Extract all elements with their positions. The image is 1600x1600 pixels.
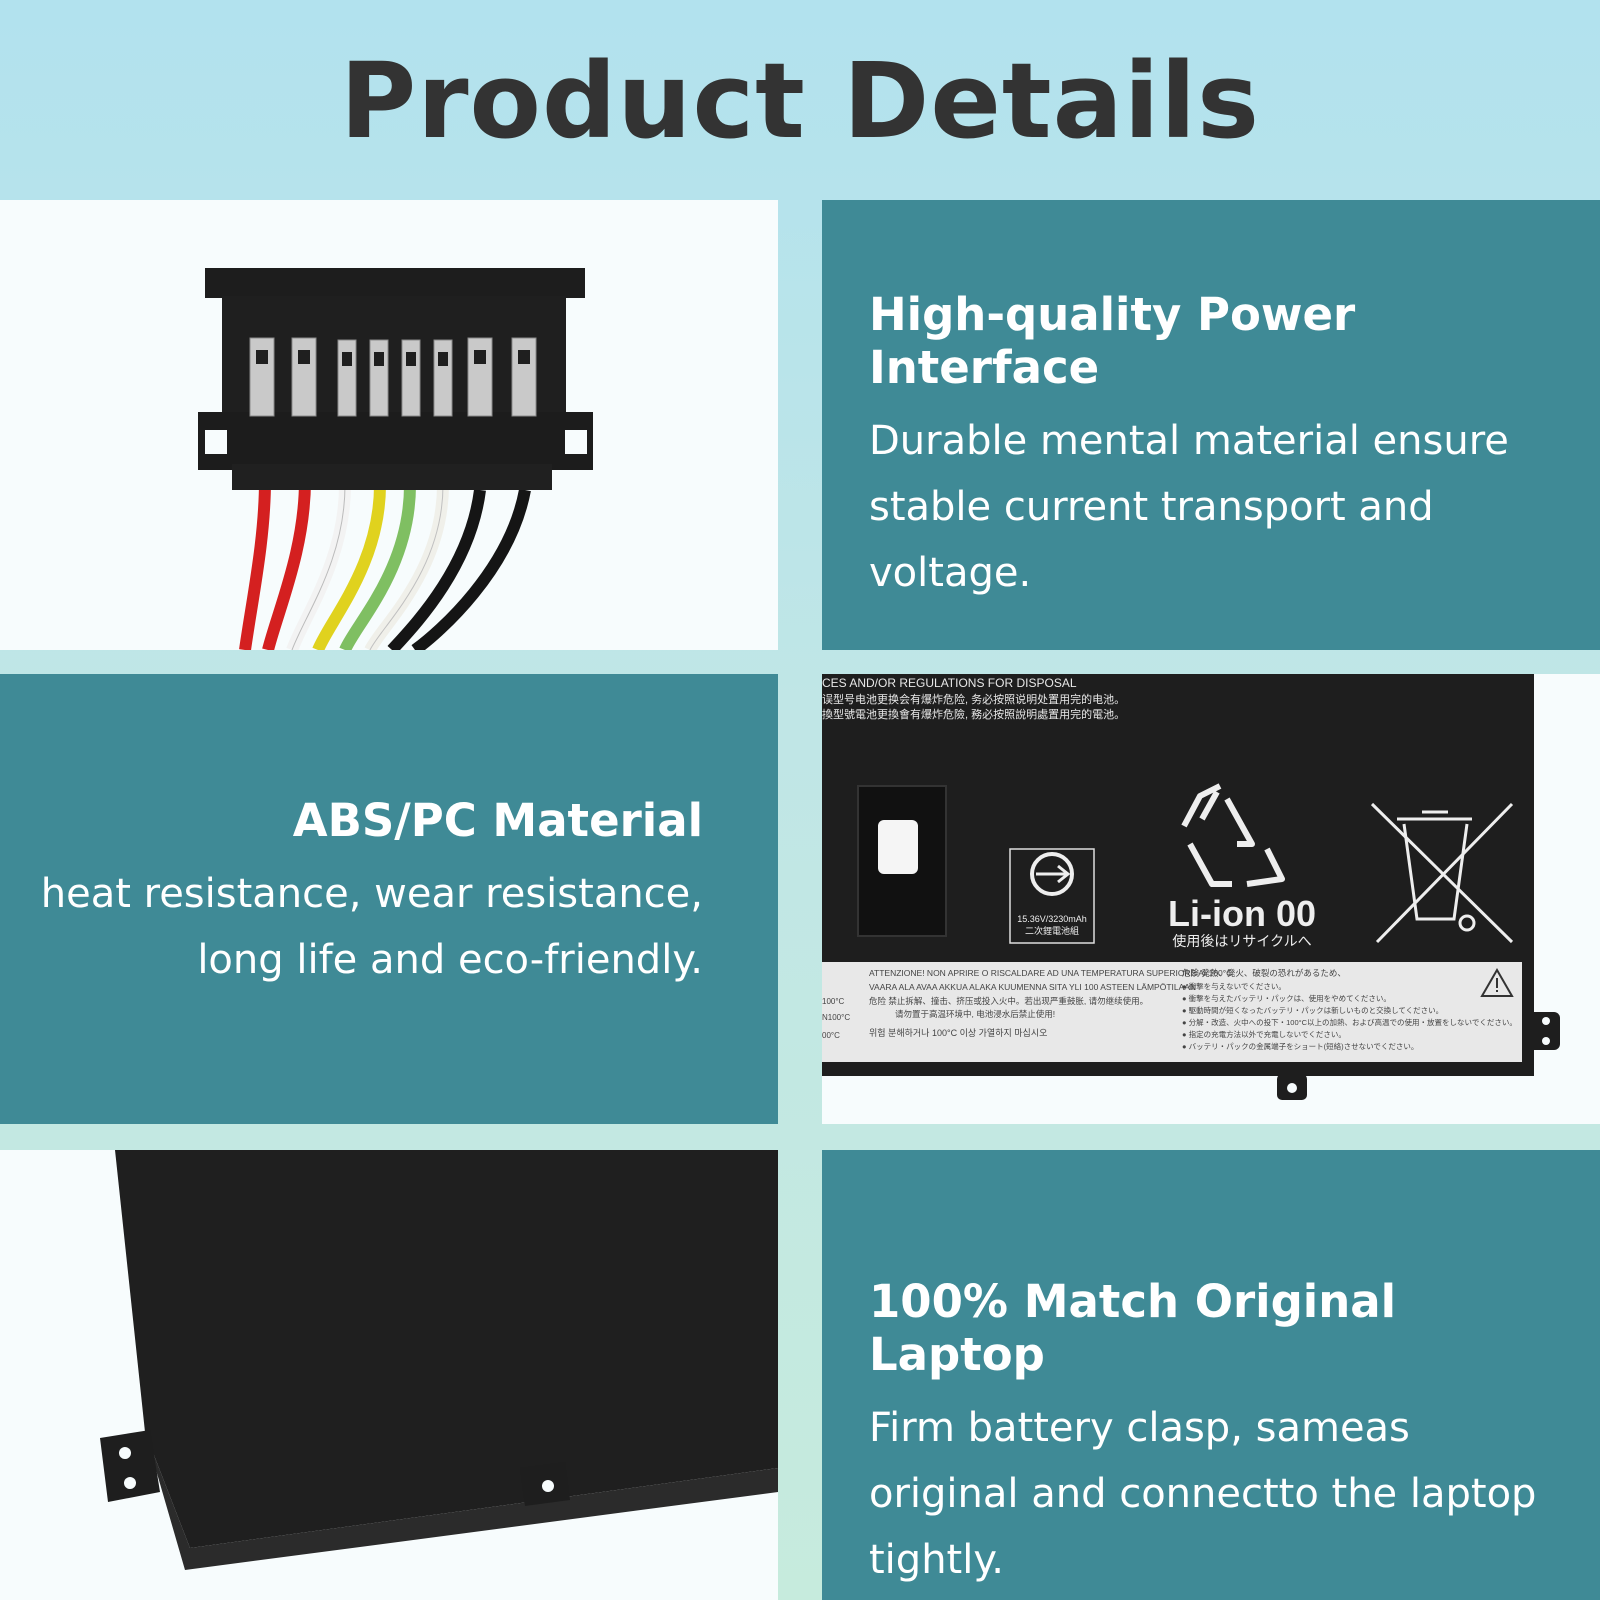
rating-text: 15.36V/3230mAh (1017, 914, 1087, 924)
warning-japanese-line: ● 駆動時間が短くなったバッテリ・パックは新しいものと交換してください。 (1182, 1005, 1443, 1015)
disposal-heading: CES AND/OR REGULATIONS FOR DISPOSAL (822, 676, 1077, 690)
rating-cn-text: 二次鋰電池組 (1025, 925, 1079, 936)
warning-japanese-line: ● 指定の充電方法以外で充電しないでください。 (1182, 1029, 1346, 1039)
recycle-jp-text: 使用後はリサイクルへ (1172, 933, 1311, 949)
feature-description: Durable mental material ensure stable cu… (869, 418, 1509, 596)
chemistry-text: Li-ion 00 (1168, 893, 1316, 934)
warning-triangle-icon (1480, 967, 1514, 997)
certification-mark-icon (1009, 848, 1095, 944)
page-title: Product Details (340, 40, 1260, 162)
warning-japanese-title: 危険 発熱、発火、破裂の恐れがあるため、 (1182, 968, 1346, 978)
temp-label: N100°C (822, 1013, 850, 1022)
battery-label-image: CES AND/OR REGULATIONS FOR DISPOSAL 误型号电… (822, 674, 1560, 1100)
warning-chinese-2: 请勿置于高温环境中, 电池浸水后禁止使用! (895, 1009, 1055, 1019)
crossed-bin-icon (1370, 802, 1514, 944)
temp-label: 00°C (822, 1031, 840, 1040)
feature-description: Firm battery clasp, sameas original and … (869, 1405, 1537, 1583)
feature-description: heat resistance, wear resistance, long l… (40, 871, 703, 983)
feature-title: ABS/PC Material (292, 794, 703, 847)
feature-title: 100% Match Original Laptop (869, 1275, 1397, 1381)
warning-japanese-line: ● 衝撃を与えないでください。 (1182, 981, 1286, 991)
feature-panel-match-laptop: 100% Match Original Laptop Firm battery … (822, 1150, 1600, 1600)
battery-edge-image-panel (0, 1150, 778, 1600)
connector-image-panel (0, 200, 778, 650)
warning-italian: ATTENZIONE! NON APRIRE O RISCALDARE AD U… (869, 968, 1232, 978)
feature-panel-power-interface: High-quality Power Interface Durable men… (822, 200, 1600, 650)
disposal-cn-line: 換型號電池更換會有爆炸危險, 務必按照說明處置用完的電池。 (822, 707, 1125, 721)
feature-panel-material: ABS/PC Material heat resistance, wear re… (0, 674, 778, 1124)
battery-connector-image (198, 268, 593, 650)
warning-japanese-line: ● 衝撃を与えたバッテリ・パックは、使用をやめてください。 (1182, 993, 1391, 1003)
warning-korean: 위험 분해하거나 100°C 이상 가열하지 마십시오 (869, 1028, 1047, 1038)
battery-edge-image (100, 1150, 778, 1570)
warning-japanese-line: ● 分解・改造、火中への投下・100°C以上の加熱、および高温での使用・放置をし… (1182, 1017, 1517, 1027)
temp-label: 100°C (822, 997, 845, 1006)
battery-label-image-panel: CES AND/OR REGULATIONS FOR DISPOSAL 误型号电… (822, 674, 1600, 1124)
feature-title: High-quality Power Interface (869, 288, 1356, 394)
warning-chinese: 危险 禁止拆解、撞击、挤压或投入火中。若出现严重鼓胀, 请勿继续使用。 (869, 996, 1148, 1006)
disposal-cn-line: 误型号电池更换会有爆炸危险, 务必按照说明处置用完的电池。 (822, 692, 1125, 706)
warning-japanese-line: ● バッテリ・パックの金属端子をショート(短絡)させないでください。 (1182, 1041, 1418, 1051)
recycle-icon (1181, 783, 1285, 887)
warning-finnish: VAARA ALA AVAA AKKUA ALAKA KUUMENNA SITA… (869, 982, 1196, 992)
